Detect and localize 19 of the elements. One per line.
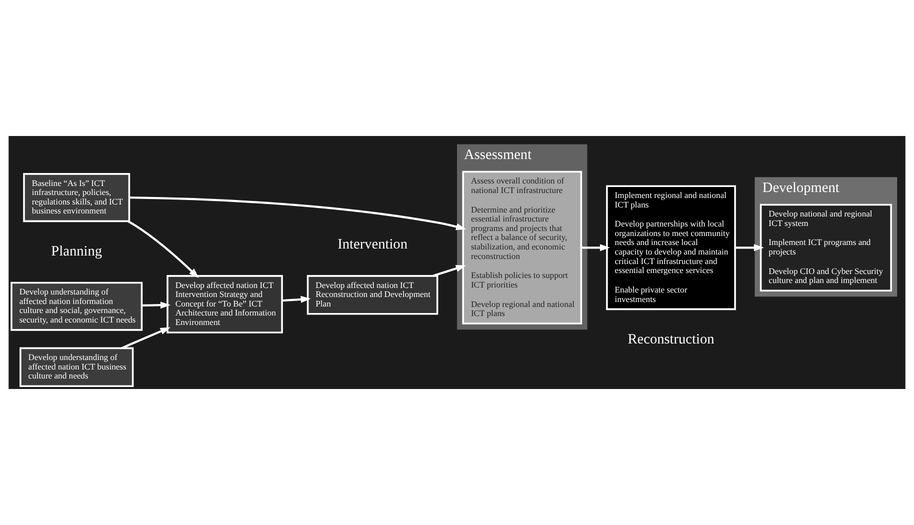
label: Planning bbox=[51, 244, 102, 260]
node-box: Develop understanding of affected nation information culture and social, governance, security, and economic ICT needs bbox=[10, 282, 143, 331]
node-box: Develop understanding of affected nation ICT business culture and needs bbox=[20, 347, 134, 388]
node-box: Baseline “As Is” ICT infrastructure, policies, regulations skills, and ICT business environment bbox=[23, 173, 130, 222]
node-box: Implement regional and national ICT plans Develop partnerships with local organizations to meet community needs and increase local capacity to develop and maintain critical ICT infrastructure and essential emergence services Enable private sector investments bbox=[606, 185, 736, 310]
node-box: Develop national and regional ICT system Implement ICT programs and projects Develop CIO and Cyber Security culture and plan and implement bbox=[760, 204, 892, 292]
node-box: Develop affected nation ICT Intervention Strategy and Concept for “To Be” ICT Architecture and Information Environment bbox=[166, 275, 283, 334]
arrow bbox=[129, 196, 466, 230]
label: Reconstruction bbox=[628, 332, 714, 348]
node-box: Develop affected nation ICT Reconstruction and Development Plan bbox=[306, 275, 438, 315]
arrow bbox=[282, 296, 311, 303]
arrow bbox=[581, 244, 610, 252]
arrow bbox=[142, 302, 171, 309]
label: Intervention bbox=[338, 236, 408, 252]
arrow bbox=[121, 327, 170, 350]
arrow bbox=[127, 220, 199, 278]
node-box: Assess overall condition of national ICT infrastructure Determine and prioritize essential infrastructure programs and projects that reflect a balance of security, stabilization, and economic reconstruction Establish policies to support ICT priorities Develop regional and national ICT plans bbox=[462, 170, 582, 324]
arrow bbox=[432, 265, 466, 277]
arrow bbox=[735, 244, 764, 252]
